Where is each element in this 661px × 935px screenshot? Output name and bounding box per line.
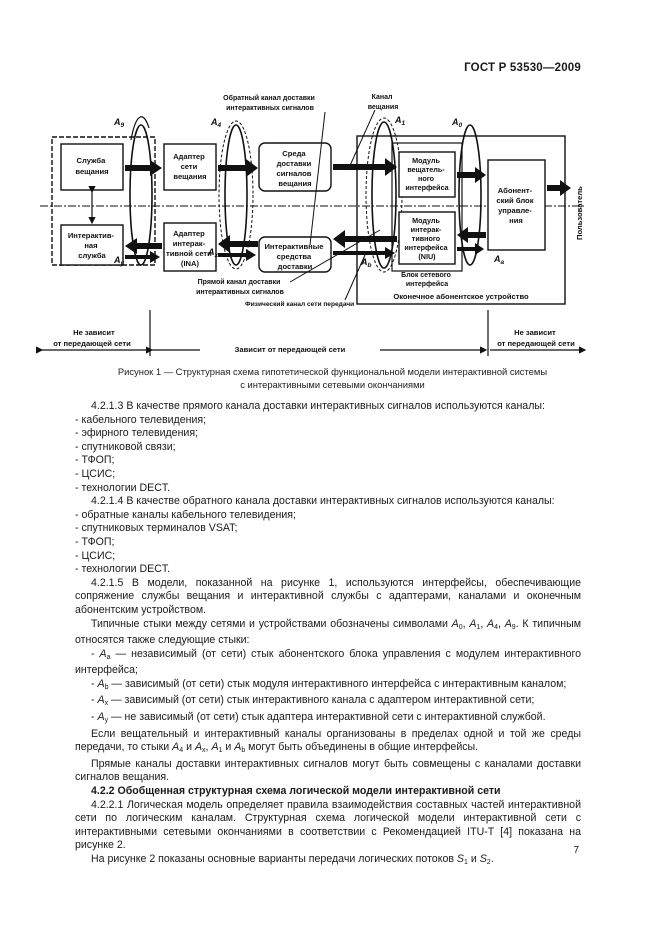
user-label: Пользователь: [575, 186, 584, 240]
subscriber-control-block: [487, 159, 546, 251]
paragraph: Если вещательный и интерактивный каналы …: [75, 727, 581, 755]
broadcast-service-box: [60, 143, 124, 191]
svg-text:Абонент- ский блок упр: Абонент- ский блок управле- ния: [496, 186, 535, 225]
arrow-interactive-to-adapter: [125, 251, 160, 263]
list-item: - ТФОП;: [75, 535, 115, 548]
broadcast-service-label: Служба вещания: [75, 156, 108, 176]
forward-channel-label: Прямой канал доставки интерактивных сигн…: [196, 278, 284, 296]
broadcast-medium-box: [258, 142, 332, 192]
subscriber-terminal-frame: [356, 135, 566, 305]
functional-model-diagram: Служба вещания Интерактив- ная служба A9…: [36, 94, 587, 356]
broadcast-adapter-box: [163, 143, 217, 191]
svg-text:Не зависит от передающей с: Не зависит от передающей сети: [497, 328, 575, 348]
list-item: - спутниковых терминалов VSAT;: [75, 522, 238, 535]
paragraph: Прямые каналы доставки интерактивных сиг…: [75, 757, 581, 784]
paragraph: - Aa — независимый (от сети) стык абонен…: [75, 647, 581, 677]
paragraph: Типичные стыки между сетями и устройства…: [75, 617, 582, 647]
svg-text:Адаптер интерак- тивно: Адаптер интерак- тивной сети (INA): [166, 229, 214, 268]
interactive-service-box: [60, 224, 124, 266]
physical-channel-label: Физический канал сети передачи: [245, 300, 354, 308]
network-interface-frame: [391, 142, 463, 272]
svg-text:Ab: Ab: [360, 257, 372, 269]
list-item: - ЦСИС;: [75, 549, 116, 562]
paragraph: - Ay — не зависимый (от сети) стык адапт…: [91, 711, 546, 725]
page-number: 7: [573, 845, 579, 856]
svg-text:A0: A0: [451, 117, 463, 129]
svg-text:Aa: Aa: [493, 254, 505, 266]
list-item: - ЦСИС;: [75, 467, 116, 480]
niu-module: [398, 211, 456, 265]
paragraph: 4.2.2.1 Логическая модель определяет пра…: [75, 798, 581, 852]
paragraph: На рисунке 2 показаны основные варианты …: [91, 853, 494, 866]
svg-text:Не зависит от передающей с: Не зависит от передающей сети: [53, 328, 131, 348]
interactive-medium-box: [258, 236, 332, 273]
svg-text:Среда доставки сигнало: Среда доставки сигналов вещания: [276, 149, 313, 188]
paragraph: 4.2.1.4 В качестве обратного канала дост…: [91, 495, 555, 508]
svg-text:Ax: Ax: [207, 247, 219, 259]
svg-text:Интерактивные средства: Интерактивные средства доставки: [264, 242, 325, 271]
svg-text:Ay: Ay: [113, 255, 125, 267]
svg-text:A9: A9: [113, 117, 125, 129]
broadcast-interface-module: [398, 151, 456, 198]
arrow-broadcast-to-adapter: [125, 160, 162, 176]
section-heading: 4.2.2 Обобщенная структурная схема логич…: [91, 785, 501, 798]
body-text: 4.2.1.3 В качестве прямого канала достав…: [75, 400, 581, 870]
paragraph: 4.2.1.5 В модели, показанной на рисунке …: [75, 576, 581, 616]
svg-text:Блок сетевого интерфейса: Блок сетевого интерфейса: [401, 272, 453, 288]
figure-caption: Рисунок 1 — Структурная схема гипотетиче…: [117, 366, 548, 390]
document-header: ГОСТ Р 53530—2009: [464, 62, 581, 74]
paragraph: 4.2.1.3 В качестве прямого канала достав…: [91, 400, 545, 412]
reverse-channel-label: Обратный канал доставки интерактивных си…: [223, 94, 317, 112]
paragraph: - Ax — зависимый (от сети) стык интеракт…: [91, 694, 535, 708]
list-item: - технологии DECT.: [75, 481, 171, 494]
svg-text:A4: A4: [210, 117, 222, 129]
list-item: - спутниковой связи;: [75, 440, 176, 453]
arrow-adapter-to-interactive: [125, 238, 162, 254]
interactive-service-label: Интерактив- ная служба: [68, 231, 116, 260]
svg-text:Модуль интерак- тивног: Модуль интерак- тивного интерфейса (NIU): [404, 216, 449, 261]
list-item: - обратные каналы кабельного телевидения…: [75, 508, 296, 521]
svg-text:Модуль вещатель- ного: Модуль вещатель- ного интерфейса: [405, 156, 449, 192]
list-item: - кабельного телевидения;: [75, 413, 207, 426]
list-item: - технологии DECT.: [75, 563, 171, 576]
list-item: - эфирного телевидения;: [75, 427, 199, 440]
paragraph: - Ab — зависимый (от сети) стык модуля и…: [91, 677, 567, 691]
svg-text:Оконечное абонентское устройст: Оконечное абонентское устройство: [393, 292, 529, 301]
list-item: - ТФОП;: [75, 454, 115, 467]
svg-text:Зависит от передающей сети: Зависит от передающей сети: [235, 345, 346, 354]
svg-text:Адаптер сети вещания: Адаптер сети вещания: [173, 152, 207, 181]
svg-text:A1: A1: [394, 115, 406, 127]
broadcast-channel-label: Канал вещания: [368, 94, 399, 111]
ina-adapter-box: [163, 222, 217, 272]
